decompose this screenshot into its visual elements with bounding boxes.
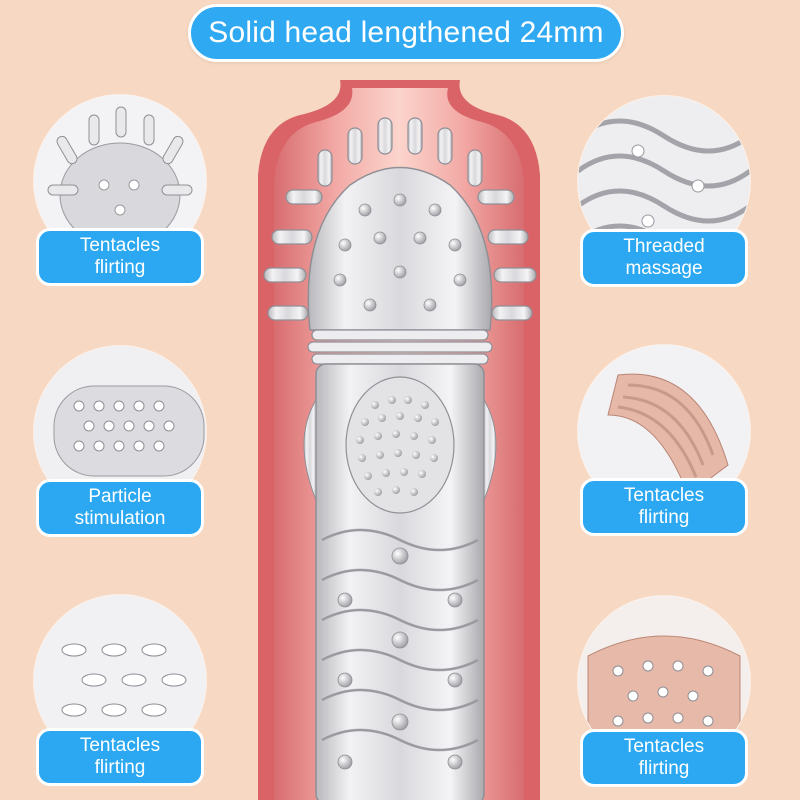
spiked-head xyxy=(263,117,537,321)
headline-text: Solid head lengthened 24mm xyxy=(208,16,604,49)
headline-banner: Solid head lengthened 24mm xyxy=(188,4,624,62)
